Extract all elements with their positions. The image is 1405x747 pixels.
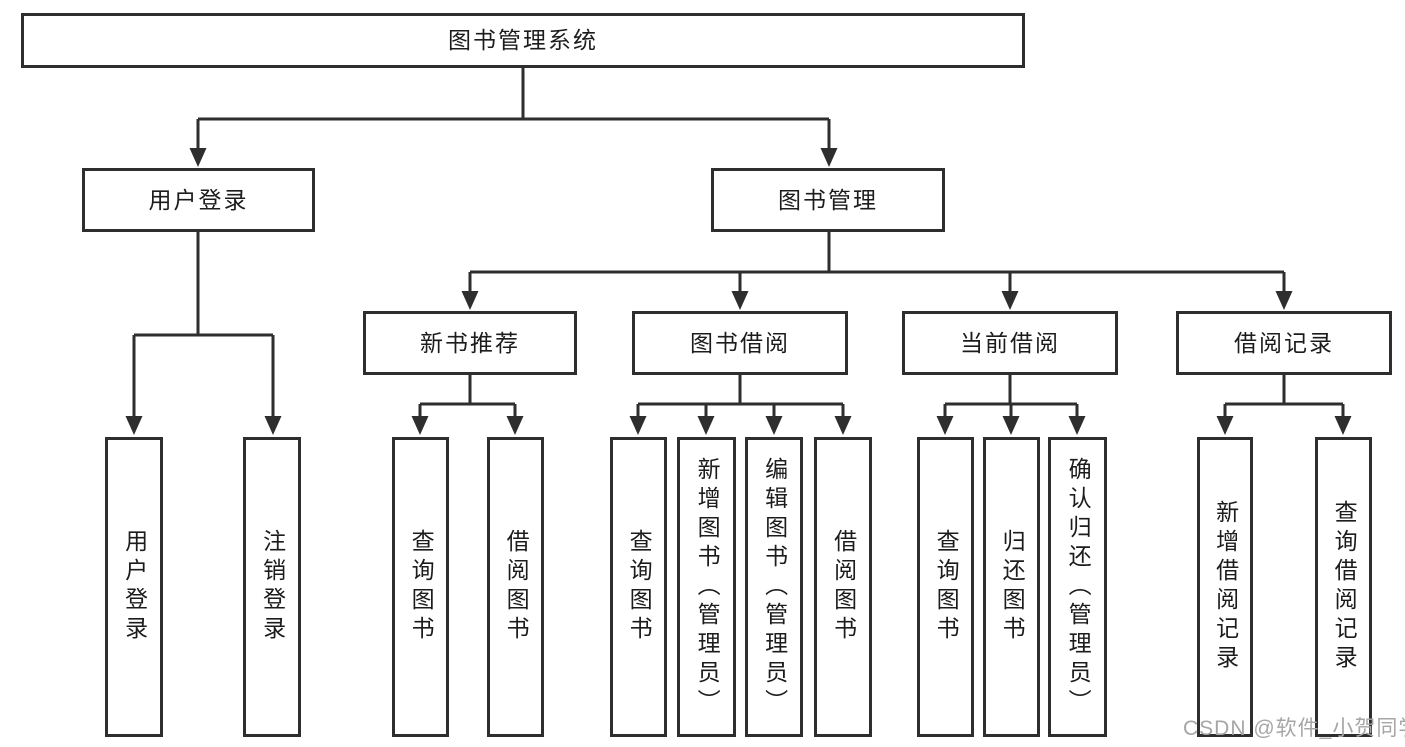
node-library-management-system: 图书管理系统 <box>21 13 1025 68</box>
leaf-query-books: 查询图书 <box>917 437 974 737</box>
leaf-label: 编辑图书（管理员） <box>761 456 788 718</box>
leaf-label: 查询图书 <box>626 529 653 645</box>
leaf-edit-books-admin: 编辑图书（管理员） <box>745 437 803 737</box>
leaf-label: 新增图书（管理员） <box>694 456 721 718</box>
leaf-confirm-return-admin: 确认归还（管理员） <box>1048 437 1107 737</box>
leaf-borrow-books: 借阅图书 <box>487 437 544 737</box>
node-label: 图书管理系统 <box>448 27 598 53</box>
leaf-query-books: 查询图书 <box>392 437 449 737</box>
node-label: 用户登录 <box>148 186 249 213</box>
node-label: 借阅记录 <box>1234 329 1334 356</box>
csdn-watermark: CSDN @软件_小贺同学 <box>1183 717 1405 740</box>
leaf-user-login: 用户登录 <box>105 437 163 737</box>
leaf-label: 用户登录 <box>121 529 148 645</box>
node-label: 图书管理 <box>778 186 878 213</box>
leaf-label: 查询图书 <box>408 529 435 645</box>
leaf-label: 归还图书 <box>999 529 1026 645</box>
leaf-borrow-books: 借阅图书 <box>814 437 872 737</box>
leaf-label: 查询借阅记录 <box>1331 500 1358 674</box>
node-new-book-recommendation: 新书推荐 <box>363 311 577 375</box>
leaf-query-books: 查询图书 <box>610 437 667 737</box>
node-book-borrowing: 图书借阅 <box>632 311 848 375</box>
node-book-management: 图书管理 <box>711 168 945 232</box>
node-label: 图书借阅 <box>690 329 790 356</box>
leaf-return-books: 归还图书 <box>983 437 1040 737</box>
node-borrowing-records: 借阅记录 <box>1176 311 1392 375</box>
leaf-label: 借阅图书 <box>503 529 530 645</box>
node-label: 新书推荐 <box>420 329 520 356</box>
leaf-label: 借阅图书 <box>830 529 857 645</box>
leaf-add-books-admin: 新增图书（管理员） <box>677 437 736 737</box>
leaf-label: 新增借阅记录 <box>1212 500 1239 674</box>
node-user-login: 用户登录 <box>82 168 315 232</box>
leaf-query-borrow-record: 查询借阅记录 <box>1315 437 1372 737</box>
leaf-label: 查询图书 <box>933 529 960 645</box>
node-current-borrowing: 当前借阅 <box>902 311 1118 375</box>
leaf-label: 注销登录 <box>259 529 286 645</box>
leaf-label: 确认归还（管理员） <box>1065 456 1092 718</box>
leaf-add-borrow-record: 新增借阅记录 <box>1197 437 1253 737</box>
leaf-logout: 注销登录 <box>243 437 301 737</box>
node-label: 当前借阅 <box>960 329 1060 356</box>
